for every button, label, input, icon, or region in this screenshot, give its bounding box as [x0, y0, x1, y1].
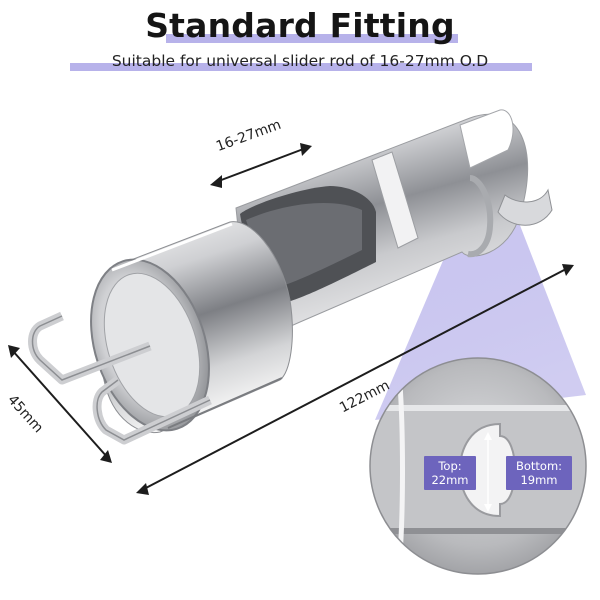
subtitle-highlight	[70, 63, 532, 71]
page-subtitle: Suitable for universal slider rod of 16-…	[111, 52, 489, 70]
ring-band	[371, 151, 419, 249]
slot-height-indicator	[484, 432, 492, 512]
length-dimension	[136, 264, 574, 495]
bottom-size-value: 19mm	[520, 473, 558, 487]
top-size-value: 22mm	[431, 473, 469, 487]
top-size-badge: Top: 22mm	[424, 456, 476, 490]
top-slot	[459, 109, 514, 169]
top-size-label: Top:	[438, 459, 462, 473]
zoom-detail	[370, 358, 586, 574]
bottom-size-label: Bottom:	[515, 459, 563, 473]
page-title: Standard Fitting	[145, 6, 455, 45]
rod-range-dimension	[210, 143, 312, 188]
subtitle-container: Suitable for universal slider rod of 16-…	[0, 51, 600, 70]
zoom-beam	[375, 174, 586, 420]
fork-right	[467, 175, 494, 258]
width-dimension	[8, 345, 112, 463]
title-highlight	[166, 34, 458, 43]
bottom-size-badge: Bottom: 19mm	[506, 456, 572, 490]
